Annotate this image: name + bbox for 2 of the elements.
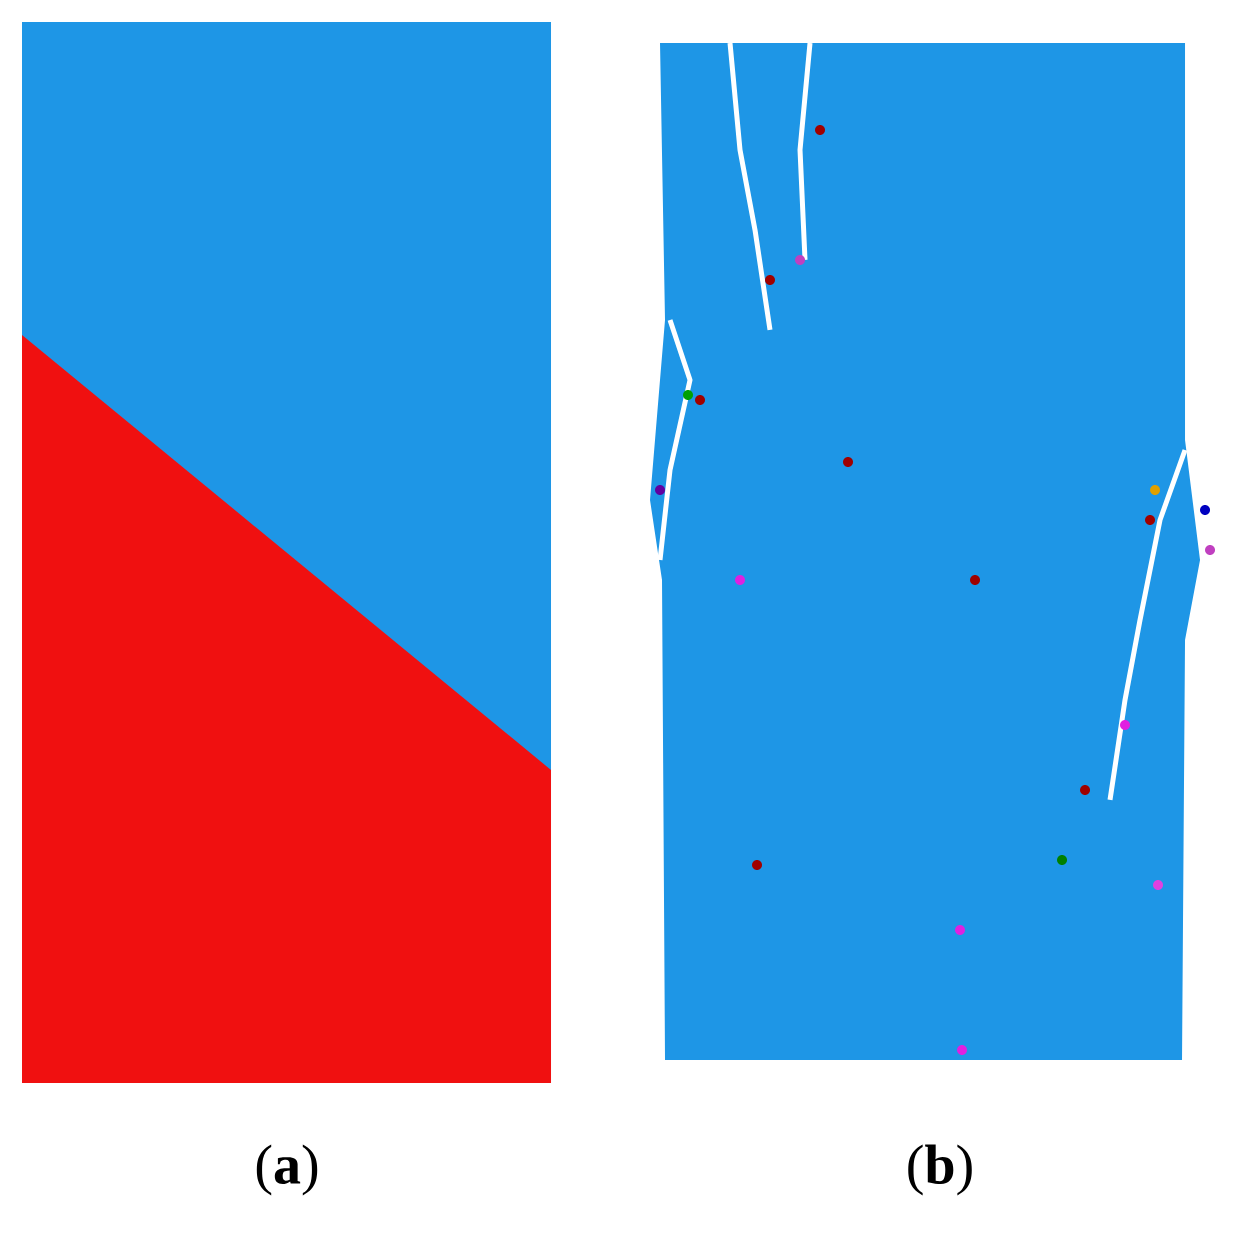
panel-label: (a) [256,1144,318,1196]
panel-label: (b) [908,1144,972,1196]
